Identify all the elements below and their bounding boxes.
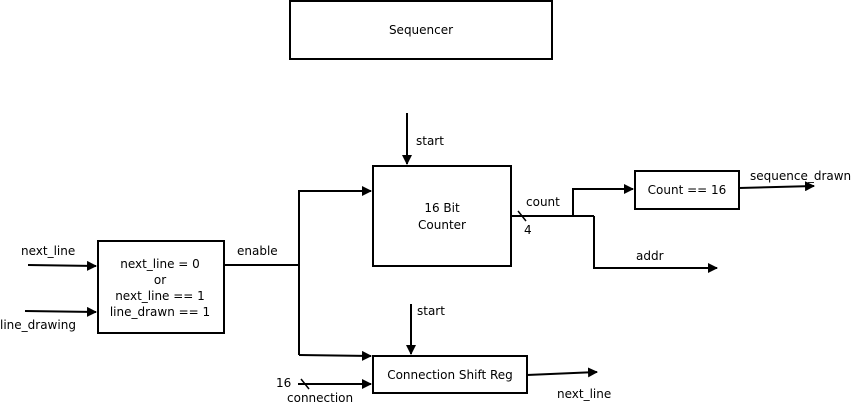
title-label: Sequencer bbox=[389, 23, 453, 37]
enable-to-counter-arrow bbox=[298, 186, 372, 355]
line-drawing-in-label: line_drawing bbox=[0, 318, 76, 332]
count-label: count bbox=[526, 195, 560, 209]
shift-reg-block bbox=[372, 355, 528, 394]
next-line-out-arrow bbox=[526, 367, 598, 378]
addr-label: addr bbox=[636, 249, 664, 263]
counter-label-line2: Counter bbox=[418, 218, 466, 232]
count-bus-slash bbox=[517, 210, 527, 222]
shift-reg-label: Connection Shift Reg bbox=[387, 368, 513, 382]
compare-block bbox=[634, 170, 740, 210]
addr-arrow bbox=[593, 216, 718, 273]
logic-label-line1: next_line = 0 bbox=[120, 257, 200, 271]
counter-label-line1: 16 Bit bbox=[424, 201, 460, 215]
connection-label: connection bbox=[287, 391, 353, 405]
count-width-label: 4 bbox=[524, 223, 532, 237]
next-line-in-arrow bbox=[27, 260, 97, 271]
logic-label-line4: line_drawn == 1 bbox=[110, 305, 210, 319]
next-line-out-label: next_line bbox=[557, 387, 611, 401]
enable-logic-block bbox=[97, 240, 225, 334]
enable-to-shift-reg-arrow bbox=[298, 350, 372, 361]
compare-label: Count == 16 bbox=[648, 183, 727, 197]
logic-label-line3: next_line == 1 bbox=[115, 289, 205, 303]
line-drawing-in-arrow bbox=[24, 306, 97, 317]
logic-label-line2: or bbox=[154, 273, 166, 287]
sequence-drawn-arrow bbox=[738, 181, 815, 192]
count-to-compare-arrow bbox=[572, 184, 634, 216]
counter-block bbox=[372, 165, 512, 267]
enable-label: enable bbox=[237, 244, 278, 258]
title-box bbox=[289, 0, 553, 60]
next-line-in-label: next_line bbox=[21, 244, 75, 258]
connection-bus-slash bbox=[300, 378, 310, 390]
connection-width-label: 16 bbox=[276, 376, 291, 390]
start-shift-label: start bbox=[417, 304, 445, 318]
start-counter-label: start bbox=[416, 134, 444, 148]
sequence-drawn-label: sequence_drawn bbox=[750, 169, 851, 183]
